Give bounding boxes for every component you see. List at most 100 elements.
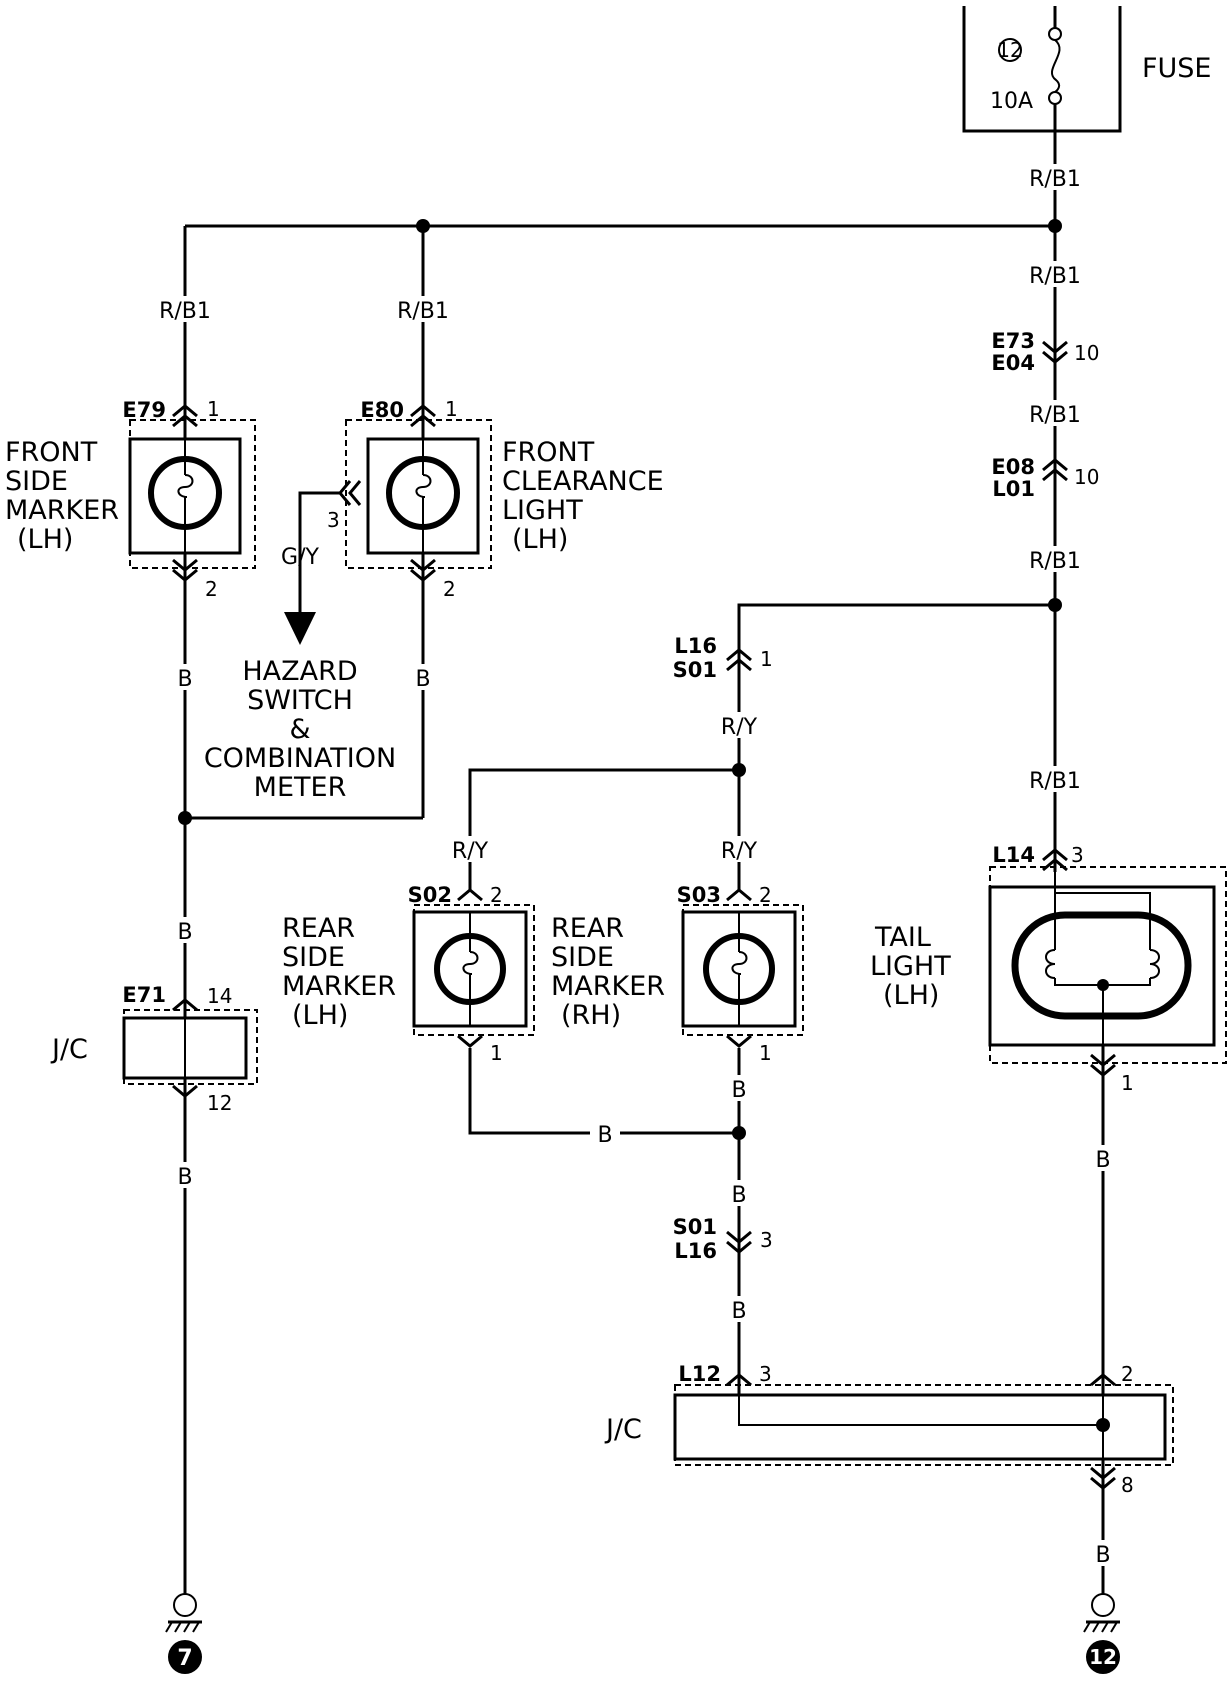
svg-text:14: 14 bbox=[207, 984, 232, 1008]
svg-text:J/C: J/C bbox=[50, 1034, 88, 1065]
wire-label: B bbox=[731, 1299, 746, 1324]
svg-text:1: 1 bbox=[759, 1041, 772, 1065]
wire-label: R/Y bbox=[721, 715, 758, 740]
wire-label: B bbox=[597, 1123, 612, 1148]
svg-text:E08: E08 bbox=[991, 455, 1035, 479]
svg-text:&: & bbox=[289, 714, 310, 745]
svg-text:FRONT: FRONT bbox=[502, 437, 595, 468]
wire-label: R/B1 bbox=[1029, 264, 1081, 289]
svg-text:COMBINATION: COMBINATION bbox=[204, 743, 396, 774]
svg-text:S01: S01 bbox=[673, 1215, 717, 1239]
wire-label: R/Y bbox=[452, 839, 489, 864]
svg-text:3: 3 bbox=[760, 1228, 773, 1252]
svg-text:1: 1 bbox=[1121, 1071, 1134, 1095]
connector-id: E79 bbox=[122, 398, 166, 422]
wire-label: R/Y bbox=[721, 839, 758, 864]
svg-text:REAR: REAR bbox=[282, 913, 355, 944]
svg-text:10: 10 bbox=[1074, 341, 1099, 365]
fuse-block: 12 10A FUSE bbox=[962, 6, 1212, 133]
svg-text:MARKER: MARKER bbox=[5, 495, 119, 526]
svg-text:2: 2 bbox=[205, 577, 218, 601]
wire-label: R/B1 bbox=[397, 299, 449, 324]
wire-label: B bbox=[731, 1078, 746, 1103]
junction-connector-right: L12 3 2 8 J/C bbox=[604, 1362, 1174, 1497]
connector-e73-e04: E73 E04 10 bbox=[991, 329, 1099, 375]
svg-text:1: 1 bbox=[207, 397, 220, 421]
svg-text:LIGHT: LIGHT bbox=[870, 951, 951, 982]
svg-text:3: 3 bbox=[327, 508, 340, 532]
front-clearance-light: E80 1 2 3 FRONT CLEARANCE LIGHT (LH) bbox=[327, 397, 664, 601]
front-side-marker: E79 1 2 FRONT SIDE MARKER (LH) bbox=[5, 397, 256, 601]
svg-text:L16: L16 bbox=[674, 634, 717, 658]
svg-text:2: 2 bbox=[1121, 1362, 1134, 1386]
ground-left: 7 bbox=[165, 1593, 202, 1674]
svg-text:HAZARD: HAZARD bbox=[242, 656, 357, 687]
wire-label: B bbox=[1095, 1543, 1110, 1568]
hazard-switch-label: HAZARD SWITCH & COMBINATION METER bbox=[204, 656, 396, 803]
connector-s01-l16: S01 L16 3 bbox=[673, 1215, 773, 1263]
svg-text:2: 2 bbox=[759, 883, 772, 907]
wire-label: B bbox=[1095, 1148, 1110, 1173]
svg-text:10: 10 bbox=[1074, 465, 1099, 489]
connector-id: L12 bbox=[678, 1362, 721, 1386]
connector-e08-l01: E08 L01 10 bbox=[991, 455, 1099, 501]
ground-right: 12 bbox=[1083, 1593, 1120, 1674]
wire-label: R/B1 bbox=[1029, 167, 1081, 192]
svg-text:TAIL: TAIL bbox=[874, 922, 931, 953]
svg-text:(LH): (LH) bbox=[512, 524, 568, 555]
connector-id: L14 bbox=[992, 843, 1035, 867]
rear-side-marker-rh: S03 2 1 REAR SIDE MARKER (RH) bbox=[551, 883, 804, 1065]
wire-label: B bbox=[177, 920, 192, 945]
svg-text:12: 12 bbox=[207, 1091, 232, 1115]
wire-label: R/B1 bbox=[1029, 403, 1081, 428]
svg-text:REAR: REAR bbox=[551, 913, 624, 944]
svg-text:METER: METER bbox=[254, 772, 347, 803]
svg-text:E04: E04 bbox=[991, 351, 1035, 375]
svg-text:(LH): (LH) bbox=[883, 980, 939, 1011]
wire-label: R/B1 bbox=[1029, 769, 1081, 794]
svg-text:E73: E73 bbox=[991, 329, 1035, 353]
svg-text:1: 1 bbox=[760, 647, 773, 671]
wiring bbox=[178, 131, 1110, 1595]
connector-id: S02 bbox=[408, 883, 452, 907]
svg-text:S01: S01 bbox=[673, 658, 717, 682]
ground-number: 12 bbox=[1089, 1645, 1117, 1669]
svg-text:MARKER: MARKER bbox=[551, 971, 665, 1002]
junction-connector-left: E71 14 12 J/C bbox=[50, 983, 258, 1115]
fuse-number: 12 bbox=[997, 38, 1022, 62]
svg-text:FRONT: FRONT bbox=[5, 437, 98, 468]
svg-text:1: 1 bbox=[490, 1041, 503, 1065]
svg-text:2: 2 bbox=[443, 577, 456, 601]
svg-text:8: 8 bbox=[1121, 1473, 1134, 1497]
wire-labels: R/B1 R/B1 R/B1 R/B1 R/B1 R/B1 R/B1 G/Y B… bbox=[148, 164, 1116, 1568]
connector-id: S03 bbox=[677, 883, 721, 907]
wire-label: B bbox=[177, 1165, 192, 1190]
svg-text:L01: L01 bbox=[992, 477, 1035, 501]
tail-light-lh: L14 3 1 TAIL LIGHT (LH) bbox=[870, 843, 1227, 1095]
svg-text:2: 2 bbox=[490, 883, 503, 907]
svg-text:(LH): (LH) bbox=[292, 1000, 348, 1031]
svg-text:J/C: J/C bbox=[604, 1414, 642, 1445]
fuse-label: FUSE bbox=[1142, 53, 1212, 84]
svg-text:(RH): (RH) bbox=[561, 1000, 621, 1031]
svg-text:SIDE: SIDE bbox=[282, 942, 345, 973]
svg-text:SIDE: SIDE bbox=[5, 466, 68, 497]
wire-label: B bbox=[415, 667, 430, 692]
svg-text:CLEARANCE: CLEARANCE bbox=[502, 466, 664, 497]
svg-text:L16: L16 bbox=[674, 1239, 717, 1263]
connector-l16-s01: L16 S01 1 bbox=[673, 634, 773, 682]
wire-label: B bbox=[177, 667, 192, 692]
svg-text:(LH): (LH) bbox=[17, 524, 73, 555]
svg-text:SWITCH: SWITCH bbox=[247, 685, 353, 716]
svg-text:3: 3 bbox=[759, 1362, 772, 1386]
connector-id: E71 bbox=[122, 983, 166, 1007]
wire-label: B bbox=[731, 1183, 746, 1208]
svg-text:SIDE: SIDE bbox=[551, 942, 614, 973]
fuse-rating: 10A bbox=[990, 89, 1033, 114]
wire-label: G/Y bbox=[281, 545, 319, 570]
connector-id: E80 bbox=[360, 398, 404, 422]
svg-text:MARKER: MARKER bbox=[282, 971, 396, 1002]
svg-text:LIGHT: LIGHT bbox=[502, 495, 583, 526]
rear-side-marker-lh: S02 2 1 REAR SIDE MARKER (LH) bbox=[282, 883, 535, 1065]
